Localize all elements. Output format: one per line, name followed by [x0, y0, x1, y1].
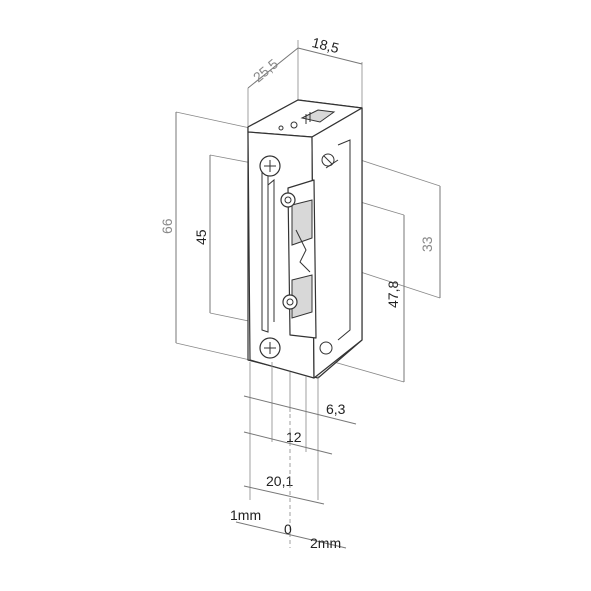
plate-height-label: 47,8: [385, 281, 401, 308]
bottom-dimensions: 6,3 12 20,1: [243, 362, 357, 505]
adjustment-scale: 1mm 0 2mm: [230, 414, 347, 551]
side-screw-bottom-icon: [319, 341, 333, 355]
side-screw-icon: [321, 153, 335, 167]
electric-strike-body: [247, 99, 363, 379]
adjustment-left-label: 1mm: [230, 507, 261, 523]
offset-medium-dimension-line: [243, 431, 333, 455]
depth-label: 25,5: [250, 55, 281, 85]
adjustment-right-label: 2mm: [310, 535, 341, 551]
upper-latch-pivot-icon: [280, 192, 296, 208]
latch-height-label: 33: [419, 236, 435, 252]
left-dimensions: 66 45: [159, 111, 269, 361]
offset-large-label: 20,1: [266, 473, 293, 489]
depth-dimension-line: [247, 47, 299, 89]
offset-large-dimension-line: [243, 485, 325, 505]
offset-medium-label: 12: [286, 429, 302, 445]
adjustment-line: [235, 521, 347, 549]
width-top-dimension-line: [297, 47, 363, 65]
lower-latch-pivot-icon: [282, 294, 298, 310]
latch-mechanism: [280, 179, 317, 339]
upper-screw-icon: [259, 155, 281, 177]
adjustment-center-label: 0: [284, 521, 292, 537]
screw-spacing-label: 45: [193, 229, 209, 245]
offset-small-label: 6,3: [326, 401, 346, 417]
height-overall-label: 66: [159, 218, 175, 234]
lower-screw-icon: [259, 337, 281, 359]
offset-small-dimension-line: [243, 395, 357, 425]
width-top-label: 18,5: [310, 34, 341, 56]
top-indicator-dot: [290, 121, 298, 129]
